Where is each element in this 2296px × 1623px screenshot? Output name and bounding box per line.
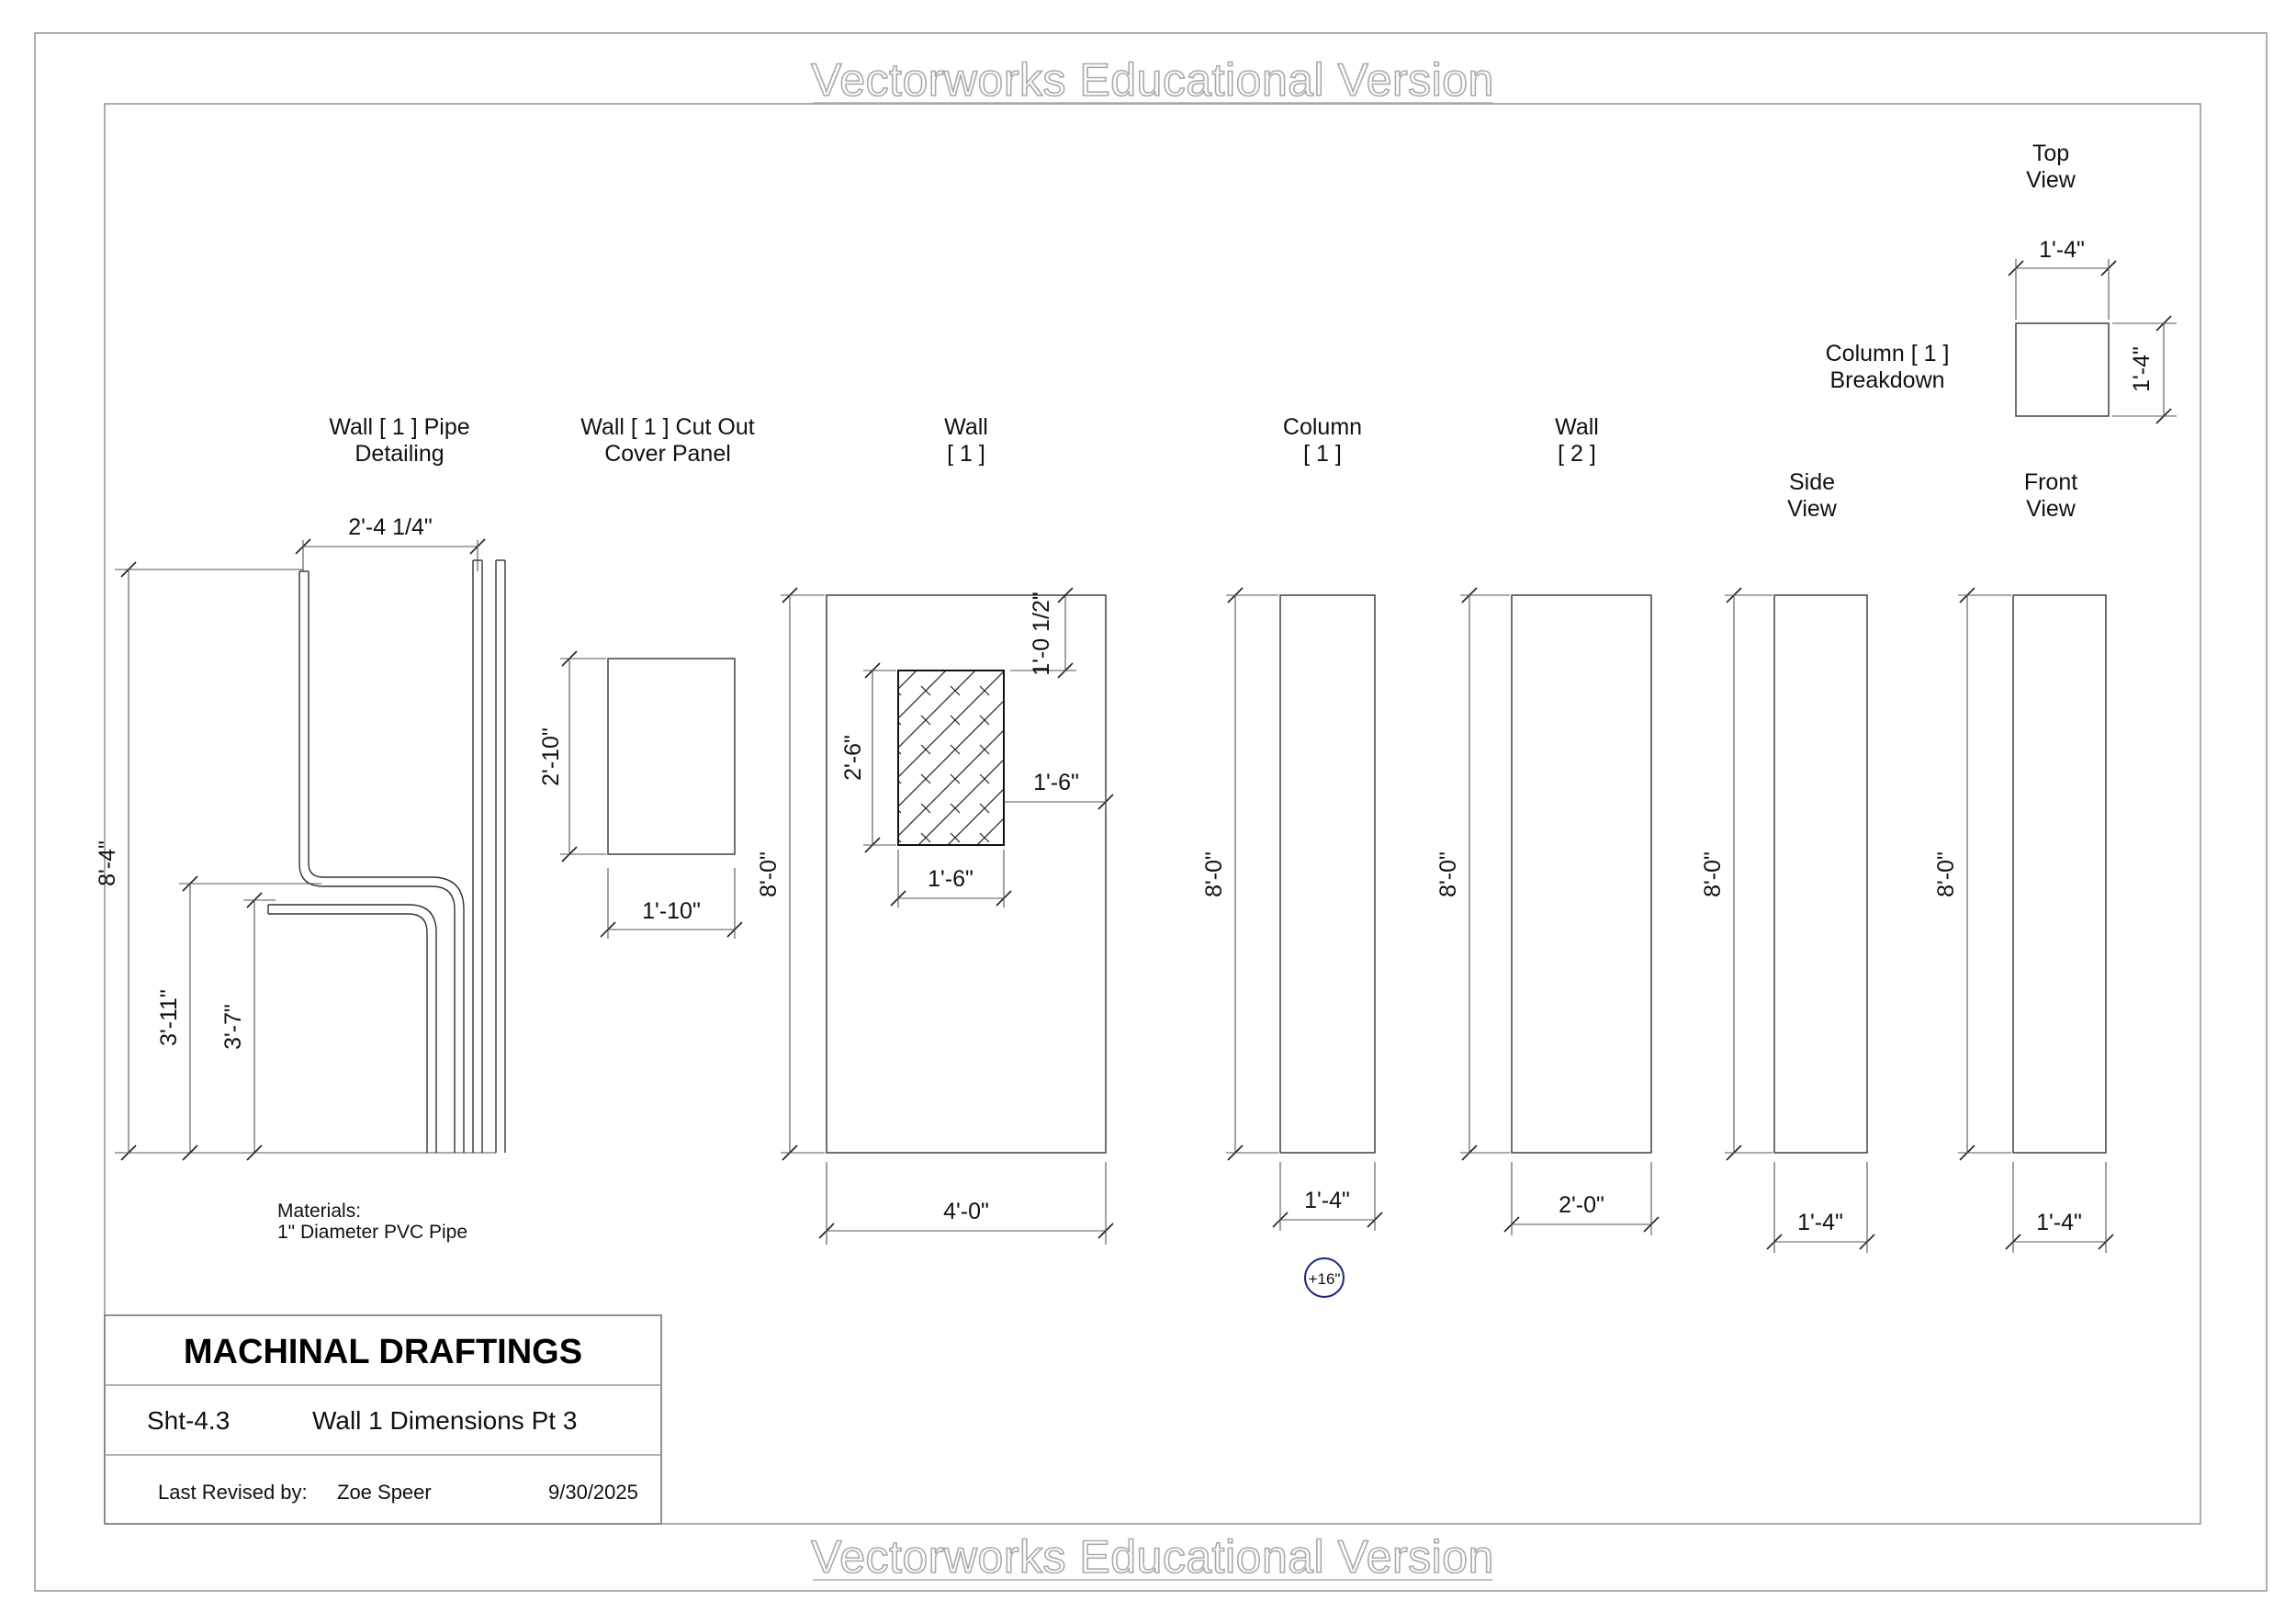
side-view-label-2: View <box>1787 496 1838 522</box>
elevation-marker <box>1304 1257 1345 1298</box>
sheet-border <box>34 32 2268 1592</box>
title-block: MACHINAL DRAFTINGS Sht-4.3 Wall 1 Dimens… <box>104 1314 662 1525</box>
wall-1-label-1: Wall <box>944 414 988 440</box>
cover-panel-label-1: Wall [ 1 ] Cut Out <box>580 414 754 440</box>
cutout-hatch <box>897 670 1005 846</box>
revised-date: 9/30/2025 <box>548 1481 638 1504</box>
revised-by-name: Zoe Speer <box>337 1481 432 1504</box>
top-view-label-2: View <box>2026 167 2077 193</box>
column-breakdown-label-2: Breakdown <box>1829 367 1944 393</box>
wall-2-view: Wall [ 2 ] 8'-0" 2'-0" <box>1435 414 1660 1235</box>
column-1-width-dim: 1'-4" <box>1304 1188 1350 1213</box>
revised-by-label: Last Revised by: <box>158 1481 308 1504</box>
cover-panel-label-2: Cover Panel <box>604 441 731 467</box>
sheet-number: Sht-4.3 <box>147 1406 230 1435</box>
column-1-label-2: [ 1 ] <box>1303 441 1342 467</box>
top-view-width-dim: 1'-4" <box>2039 237 2085 263</box>
pipe-detailing-label-1: Wall [ 1 ] Pipe <box>329 414 469 440</box>
cover-panel-view: Wall [ 1 ] Cut Out Cover Panel 2'-10" 1'… <box>538 414 755 939</box>
cutout-side-offset-dim: 1'-6" <box>1033 770 1079 795</box>
sheet-title: Wall 1 Dimensions Pt 3 <box>312 1406 577 1435</box>
front-view-width-dim: 1'-4" <box>2036 1210 2082 1235</box>
pipe-height-dim: 8'-4" <box>95 840 120 886</box>
column-1-view: Column [ 1 ] 8'-0" 1'-4" +16" <box>1201 414 1383 1298</box>
side-view-label-1: Side <box>1789 469 1835 495</box>
materials-label-1: Materials: <box>277 1200 361 1222</box>
column-1-height-dim: 8'-0" <box>1201 851 1227 897</box>
drawing-frame <box>104 103 2201 1525</box>
wall-2-width-dim: 2'-0" <box>1559 1192 1604 1218</box>
wall-1-view: Wall [ 1 ] 8'-0" 4'-0" <box>756 414 1114 1245</box>
wall-1-height-dim: 8'-0" <box>756 851 782 897</box>
side-view-height-dim: 8'-0" <box>1700 851 1726 897</box>
wall-2-label-2: [ 2 ] <box>1558 441 1596 467</box>
pipe-lower-outer-dim: 3'-11" <box>156 989 182 1046</box>
company-name: MACHINAL DRAFTINGS <box>184 1333 582 1371</box>
elevation-marker-label: +16" <box>1309 1270 1341 1288</box>
column-1-label-1: Column <box>1283 414 1362 440</box>
front-view-label-1: Front <box>2024 469 2077 495</box>
front-view-height-dim: 8'-0" <box>1933 851 1959 897</box>
panel-height-dim: 2'-10" <box>538 727 564 786</box>
pipe-detailing-view: Wall [ 1 ] Pipe Detailing 2'-4 1/4" 8'-4… <box>95 414 506 1243</box>
wall-2-height-dim: 8'-0" <box>1435 851 1461 897</box>
front-view-label-2: View <box>2026 496 2077 522</box>
top-view-depth-dim: 1'-4" <box>2129 346 2155 392</box>
side-view: Side View 8'-0" 1'-4" <box>1700 469 1875 1253</box>
side-view-width-dim: 1'-4" <box>1797 1210 1843 1235</box>
cutout-width-dim: 1'-6" <box>928 866 974 892</box>
cutout-top-offset-dim: 1'-0 1/2" <box>1029 592 1054 675</box>
watermark-top: Vectorworks Educational Version <box>811 54 1494 106</box>
top-view: Top View 1'-4" 1'-4" Column [ 1 ] Breakd… <box>1826 141 2177 424</box>
pipe-detailing-label-2: Detailing <box>355 441 444 467</box>
materials-label-2: 1" Diameter PVC Pipe <box>277 1222 467 1243</box>
column-breakdown-label-1: Column [ 1 ] <box>1826 341 1950 366</box>
wall-1-width-dim: 4'-0" <box>943 1199 989 1224</box>
wall-2-label-1: Wall <box>1555 414 1599 440</box>
top-view-label-1: Top <box>2032 141 2069 166</box>
front-view: Front View 8'-0" 1'-4" <box>1933 469 2114 1253</box>
watermark-bottom: Vectorworks Educational Version <box>811 1531 1494 1583</box>
wall-1-label-2: [ 1 ] <box>947 441 985 467</box>
panel-width-dim: 1'-10" <box>642 898 701 924</box>
cutout-height-dim: 2'-6" <box>840 735 866 781</box>
pipe-width-dim: 2'-4 1/4" <box>348 514 432 540</box>
pipe-lower-inner-dim: 3'-7" <box>220 1004 246 1050</box>
